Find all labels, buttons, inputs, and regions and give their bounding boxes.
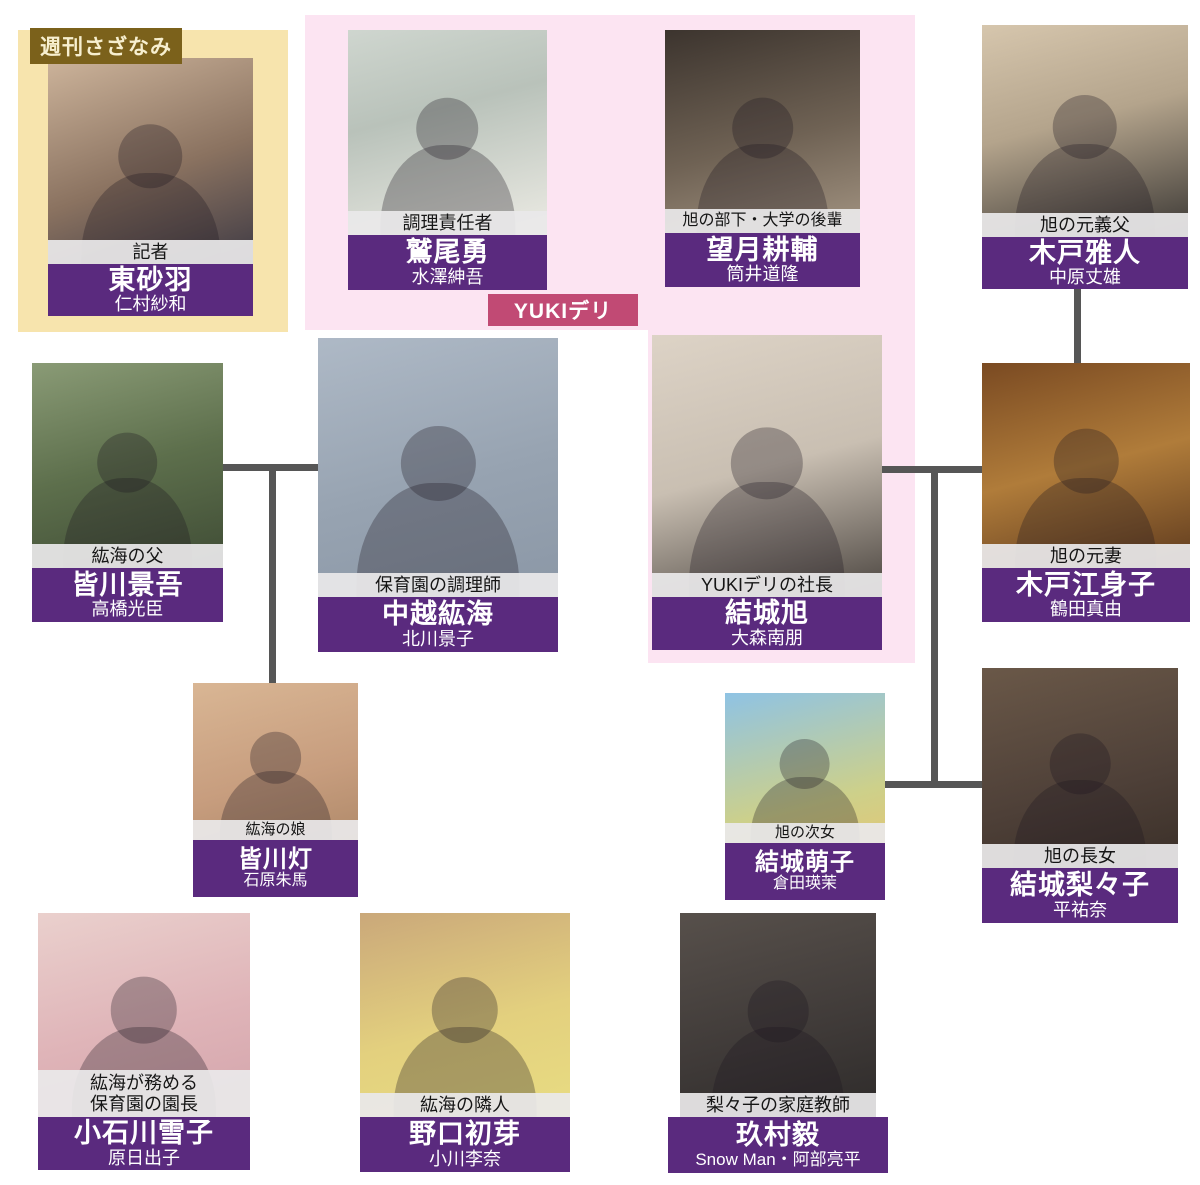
name-box: 鷲尾勇 水澤紳吾 [348,235,547,290]
name-box: 皆川景吾 高橋光臣 [32,568,223,622]
actor-name: 小川李奈 [429,1148,501,1169]
actor-name: 高橋光臣 [91,599,164,620]
name-box: 小石川雪子 原日出子 [38,1117,250,1170]
card-noguchi-hatsume: 紘海の隣人 野口初芽 小川李奈 [360,913,570,1172]
photo-nakagoshi-hiromi: 保育園の調理師 [318,338,558,597]
role-label: 紘海の父 [32,544,223,568]
actor-name: 原日出子 [108,1147,180,1168]
character-name: 小石川雪子 [74,1118,214,1149]
card-washio-isamu: 調理責任者 鷲尾勇 水澤紳吾 [348,30,547,290]
role-label: 紘海の隣人 [360,1093,570,1117]
connector-masato-emiko [1074,289,1081,363]
actor-name: Snow Man・阿部亮平 [695,1149,861,1169]
actor-name: 北川景子 [402,628,474,649]
photo-yuki-ririko: 旭の長女 [982,668,1178,868]
actor-name: 石原朱馬 [243,872,308,890]
photo-yuki-moeko: 旭の次女 [725,693,885,843]
character-name: 木戸江身子 [1016,569,1156,600]
card-kumura-takeshi: 梨々子の家庭教師 玖村毅 Snow Man・阿部亮平 [668,913,888,1173]
actor-name: 倉田瑛茉 [772,875,837,893]
card-koishikawa-yukiko: 紘海が務める 保育園の園長 小石川雪子 原日出子 [38,913,250,1170]
photo-minagawa-keigo: 紘海の父 [32,363,223,568]
photo-kido-emiko: 旭の元妻 [982,363,1190,568]
photo-yuki-asahi: YUKIデリの社長 [652,335,882,597]
character-name: 野口初芽 [409,1119,521,1150]
connector-down-to-akari [269,464,276,683]
name-box: 皆川灯 石原朱馬 [193,840,358,897]
card-yuki-asahi: YUKIデリの社長 結城旭 大森南朋 [652,335,882,650]
actor-name: 水澤紳吾 [411,266,484,287]
actor-name: 仁村紗和 [114,294,187,315]
name-box: 中越紘海 北川景子 [318,597,558,652]
role-label: 保育園の調理師 [318,573,558,597]
photo-noguchi-hatsume: 紘海の隣人 [360,913,570,1117]
name-box: 望月耕輔 筒井道隆 [665,233,860,287]
role-label: 梨々子の家庭教師 [680,1093,876,1117]
role-label: 調理責任者 [348,211,547,235]
photo-kido-masato: 旭の元義父 [982,25,1188,237]
role-label: 旭の元妻 [982,544,1190,568]
actor-name: 筒井道隆 [726,264,799,285]
role-label: 旭の長女 [982,844,1178,868]
character-name: 皆川灯 [238,846,313,873]
name-box: 木戸雅人 中原丈雄 [982,237,1188,289]
actor-name: 中原丈雄 [1049,267,1121,288]
role-label: YUKIデリの社長 [652,573,882,597]
photo-minagawa-akari: 紘海の娘 [193,683,358,840]
card-kido-masato: 旭の元義父 木戸雅人 中原丈雄 [982,25,1188,289]
actor-name: 鶴田真由 [1050,599,1122,620]
name-box: 結城萌子 倉田瑛茉 [725,843,885,900]
character-name: 玖村毅 [736,1120,820,1151]
card-mochizuki-kosuke: 旭の部下・大学の後輩 望月耕輔 筒井道隆 [665,30,860,287]
role-label: 旭の部下・大学の後輩 [665,209,860,233]
card-kido-emiko: 旭の元妻 木戸江身子 鶴田真由 [982,363,1190,622]
card-azuma-sawa: 記者 東砂羽 仁村紗和 [48,58,253,316]
role-label: 紘海が務める 保育園の園長 [38,1070,250,1117]
card-nakagoshi-hiromi: 保育園の調理師 中越紘海 北川景子 [318,338,558,652]
character-name: 木戸雅人 [1029,237,1141,268]
character-name: 中越紘海 [382,599,494,630]
role-label: 旭の次女 [725,823,885,843]
role-label: 記者 [48,240,253,264]
card-yuki-ririko: 旭の長女 結城梨々子 平祐奈 [982,668,1178,923]
character-name: 鷲尾勇 [405,237,490,268]
photo-azuma-sawa: 記者 [48,58,253,264]
yuki-deli-badge: YUKIデリ [488,294,638,326]
name-box: 東砂羽 仁村紗和 [48,264,253,316]
name-box: 玖村毅 Snow Man・阿部亮平 [668,1117,888,1173]
photo-kumura-takeshi: 梨々子の家庭教師 [680,913,876,1117]
photo-washio-isamu: 調理責任者 [348,30,547,235]
weekly-sazanami-badge: 週刊さざなみ [30,28,182,64]
photo-mochizuki-kosuke: 旭の部下・大学の後輩 [665,30,860,233]
connector-down-to-children [931,466,938,788]
name-box: 結城梨々子 平祐奈 [982,868,1178,923]
card-yuki-moeko: 旭の次女 結城萌子 倉田瑛茉 [725,693,885,900]
character-name: 結城旭 [725,598,809,629]
name-box: 結城旭 大森南朋 [652,597,882,650]
actor-name: 大森南朋 [731,627,803,648]
role-label: 紘海の娘 [193,820,358,840]
name-box: 野口初芽 小川李奈 [360,1117,570,1172]
name-box: 木戸江身子 鶴田真由 [982,568,1190,622]
role-label: 旭の元義父 [982,213,1188,237]
actor-name: 平祐奈 [1053,899,1107,920]
photo-koishikawa-yukiko: 紘海が務める 保育園の園長 [38,913,250,1117]
character-name: 望月耕輔 [706,234,819,265]
connector-moeko-ririko [885,781,982,788]
character-name: 結城梨々子 [1010,870,1150,901]
card-minagawa-akari: 紘海の娘 皆川灯 石原朱馬 [193,683,358,897]
character-name: 皆川景吾 [71,569,184,600]
card-minagawa-keigo: 紘海の父 皆川景吾 高橋光臣 [32,363,223,622]
character-name: 東砂羽 [108,264,193,295]
character-name: 結城萌子 [755,849,855,876]
